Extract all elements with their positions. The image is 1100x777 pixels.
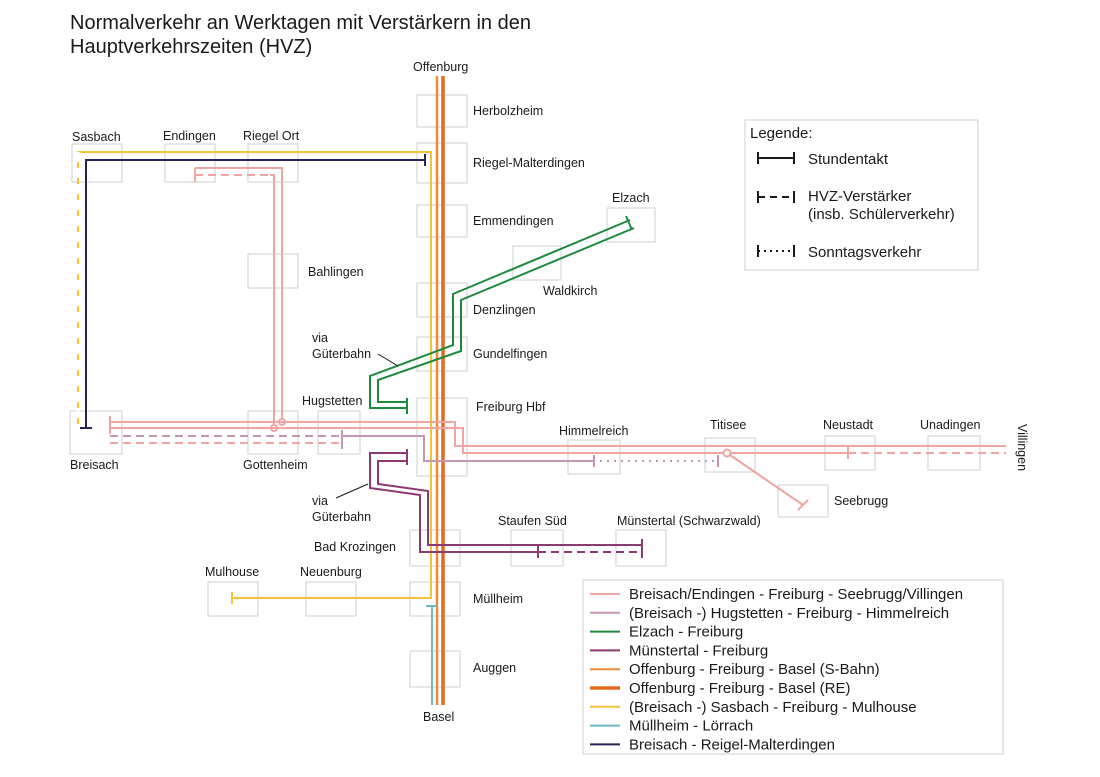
legend-route-label: Elzach - Freiburg — [629, 624, 743, 641]
label-offenburg: Offenburg — [413, 60, 468, 74]
line-titisee-seebrugg — [726, 452, 804, 506]
label-emmendingen: Emmendingen — [473, 214, 554, 228]
legend-route-label: Offenburg - Freiburg - Basel (RE) — [629, 680, 850, 697]
legend-solid-label: Stundentakt — [808, 151, 889, 168]
legend-route-label: Müllheim - Lörrach — [629, 718, 753, 735]
line-endingen-riegel — [195, 167, 283, 422]
label-basel: Basel — [423, 710, 454, 724]
label-herbolzheim: Herbolzheim — [473, 104, 543, 118]
legend-line-styles: Legende: Stundentakt HVZ-Verstärker (ins… — [744, 119, 979, 271]
line-elzach-1 — [369, 219, 631, 409]
legend-routes-items: Breisach/Endingen - Freiburg - Seebrugg/… — [590, 586, 963, 753]
title-line-2: Hauptverkehrszeiten (HVZ) — [70, 36, 312, 58]
label-hugstetten: Hugstetten — [302, 394, 363, 408]
legend-dashed-label-2: (insb. Schülerverkehr) — [808, 206, 955, 223]
annotations: via Güterbahn via Güterbahn — [312, 331, 399, 524]
label-auggen: Auggen — [473, 661, 516, 675]
node-titisee — [722, 448, 732, 458]
legend-dotted-label: Sonntagsverkehr — [808, 244, 921, 261]
label-breisach: Breisach — [70, 458, 119, 472]
legend-title: Legende: — [750, 125, 813, 142]
line-muenstertal-2 — [377, 460, 642, 546]
legend-route-label: (Breisach -) Hugstetten - Freiburg - Him… — [629, 605, 949, 622]
legend-routes: Breisach/Endingen - Freiburg - Seebrugg/… — [582, 579, 1004, 755]
legend-routes-frame — [582, 579, 1004, 755]
line-endingen-riegel-2 — [270, 174, 275, 428]
line-breisach-seebrugg — [110, 427, 848, 454]
label-gottenheim: Gottenheim — [243, 458, 308, 472]
legend-route-label: Breisach - Reigel-Malterdingen — [629, 736, 835, 753]
box-sasbach — [71, 143, 123, 183]
box-seebrugg — [777, 484, 829, 518]
legend-route-label: Offenburg - Freiburg - Basel (S-Bahn) — [629, 661, 880, 678]
label-himmelreich: Himmelreich — [559, 424, 629, 438]
legend-dashed-label: HVZ-Verstärker — [808, 188, 911, 205]
label-neustadt: Neustadt — [823, 418, 874, 432]
label-denzlingen: Denzlingen — [473, 303, 536, 317]
label-sasbach: Sasbach — [72, 130, 121, 144]
line-seebrugg-mark — [797, 499, 809, 511]
legend-line-styles-frame — [744, 119, 979, 271]
box-hugstetten — [317, 410, 361, 455]
label-freiburg: Freiburg Hbf — [476, 400, 546, 414]
line-breisach-riegel — [85, 159, 425, 428]
label-riegel-malterdingen: Riegel-Malterdingen — [473, 156, 585, 170]
label-waldkirch: Waldkirch — [543, 284, 597, 298]
label-titisee: Titisee — [710, 418, 746, 432]
box-endingen — [164, 143, 216, 183]
annotation-gueterbahn-1: Güterbahn — [312, 347, 371, 361]
title-line-1: Normalverkehr an Werktagen mit Verstärke… — [70, 12, 531, 34]
legend-route-label: Breisach/Endingen - Freiburg - Seebrugg/… — [629, 586, 963, 603]
box-bad-krozingen — [409, 529, 461, 567]
line-muenstertal-1 — [369, 452, 538, 553]
line-elzach-2 — [377, 227, 635, 403]
legend-route-label: Münstertal - Freiburg — [629, 642, 768, 659]
legend-route-label: (Breisach -) Sasbach - Freiburg - Mulhou… — [629, 699, 917, 716]
label-elzach: Elzach — [612, 191, 650, 205]
label-staufen: Staufen Süd — [498, 514, 567, 528]
line-elzach-mark-1 — [625, 215, 633, 231]
label-gundelfingen: Gundelfingen — [473, 347, 547, 361]
label-endingen: Endingen — [163, 129, 216, 143]
label-unadingen: Unadingen — [920, 418, 981, 432]
box-auggen — [409, 650, 461, 688]
label-riegel-ort: Riegel Ort — [243, 129, 300, 143]
label-seebrugg: Seebrugg — [834, 494, 888, 508]
line-hugstetten-himmelreich — [342, 435, 594, 462]
annotation-gueterbahn-2: Güterbahn — [312, 510, 371, 524]
line-breisach-villingen — [110, 421, 1006, 447]
line-sasbach-mulhouse — [77, 151, 432, 599]
label-muellheim: Müllheim — [473, 592, 523, 606]
annotation-via-1: via — [312, 331, 328, 345]
annotation-pointer-2 — [335, 483, 369, 499]
label-mulhouse: Mulhouse — [205, 565, 259, 579]
box-muenstertal — [615, 529, 667, 567]
label-bad-krozingen: Bad Krozingen — [314, 540, 396, 554]
route-lines — [76, 76, 1006, 705]
station-labels: Offenburg Herbolzheim Riegel-Malterdinge… — [70, 60, 1029, 724]
label-bahlingen: Bahlingen — [308, 265, 364, 279]
label-muenstertal: Münstertal (Schwarzwald) — [617, 514, 761, 528]
annotation-pointer-1 — [377, 353, 399, 367]
annotation-via-2: via — [312, 494, 328, 508]
label-villingen: Villingen — [1015, 424, 1029, 471]
label-neuenburg: Neuenburg — [300, 565, 362, 579]
